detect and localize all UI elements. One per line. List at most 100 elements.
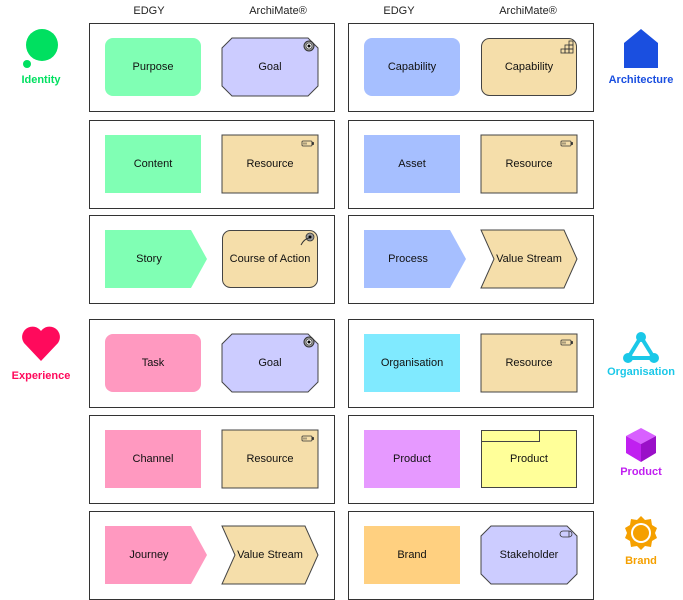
archimate-value-stream-element[interactable]: Value Stream bbox=[480, 229, 578, 289]
edgy-purpose-element[interactable]: Purpose bbox=[105, 38, 201, 96]
cube-icon bbox=[626, 428, 656, 462]
archround-shape bbox=[222, 230, 318, 288]
element-label: Resource bbox=[505, 158, 553, 170]
edgy-channel-element[interactable]: Channel bbox=[105, 430, 201, 488]
archimate-course-of-action-element[interactable]: Course of Action bbox=[222, 230, 318, 288]
octagon-shape bbox=[221, 37, 319, 97]
rounded-shape bbox=[105, 334, 201, 392]
valuestream-shape bbox=[221, 525, 319, 585]
element-label: Goal bbox=[258, 61, 282, 73]
resource-icon bbox=[560, 140, 573, 147]
arrow-shape bbox=[105, 526, 207, 584]
archround-shape bbox=[481, 38, 577, 96]
mapping-panel: Organisation Resource bbox=[348, 319, 594, 408]
element-label: Capability bbox=[387, 61, 437, 73]
resource-icon bbox=[560, 339, 573, 346]
element-label: Product bbox=[393, 453, 431, 465]
edgy-brand-element[interactable]: Brand bbox=[364, 526, 460, 584]
resource-icon bbox=[301, 435, 314, 442]
edgy-organisation-element[interactable]: Organisation bbox=[364, 334, 460, 392]
edgy-story-element[interactable]: Story bbox=[105, 230, 207, 288]
rect-shape bbox=[364, 135, 460, 193]
archimate-capability-element[interactable]: Capability bbox=[481, 38, 577, 96]
element-label: Goal bbox=[258, 357, 282, 369]
mapping-panel: Story Course of Action bbox=[89, 215, 335, 304]
edgy-content-element[interactable]: Content bbox=[105, 135, 201, 193]
rounded-shape bbox=[105, 38, 201, 96]
arrow-shape bbox=[364, 230, 466, 288]
dimension-label-identity: Identity bbox=[21, 74, 61, 86]
dimension-label-architecture: Architecture bbox=[608, 74, 674, 86]
element-label: Course of Action bbox=[229, 253, 311, 265]
goal-icon bbox=[303, 336, 315, 348]
rect-shape bbox=[105, 430, 201, 488]
edgy-asset-element[interactable]: Asset bbox=[364, 135, 460, 193]
mapping-panel: Content Resource bbox=[89, 120, 335, 209]
element-label: Content bbox=[133, 158, 173, 170]
column-header-edgy: EDGY bbox=[133, 5, 165, 17]
element-label: Organisation bbox=[380, 357, 444, 369]
archimate-resource-element[interactable]: Resource bbox=[221, 429, 319, 489]
column-header-edgy: EDGY bbox=[383, 5, 415, 17]
archimate-resource-element[interactable]: Resource bbox=[480, 333, 578, 393]
rect-shape bbox=[480, 333, 578, 393]
element-label: Purpose bbox=[132, 61, 174, 73]
rect-shape bbox=[480, 134, 578, 194]
dimension-label-product: Product bbox=[620, 466, 662, 478]
element-label: Resource bbox=[246, 453, 294, 465]
mapping-panel: Task Goal bbox=[89, 319, 335, 408]
stakeholder-icon bbox=[559, 530, 573, 538]
dimension-label-organisation: Organisation bbox=[607, 366, 675, 378]
mapping-panel: Brand Stakeholder bbox=[348, 511, 594, 600]
arrow-shape bbox=[105, 230, 207, 288]
edgy-journey-element[interactable]: Journey bbox=[105, 526, 207, 584]
archimate-value-stream-element[interactable]: Value Stream bbox=[221, 525, 319, 585]
archimate-goal-element[interactable]: Goal bbox=[221, 37, 319, 97]
edgy-task-element[interactable]: Task bbox=[105, 334, 201, 392]
element-label: Value Stream bbox=[496, 253, 562, 265]
valuestream-shape bbox=[480, 229, 578, 289]
capability-icon bbox=[560, 40, 574, 54]
rect-shape bbox=[221, 134, 319, 194]
mapping-panel: Channel Resource bbox=[89, 415, 335, 504]
identity-icon bbox=[23, 29, 58, 68]
house-icon bbox=[624, 29, 658, 68]
rect-shape bbox=[105, 135, 201, 193]
element-label: Task bbox=[141, 357, 165, 369]
edgy-process-element[interactable]: Process bbox=[364, 230, 466, 288]
mapping-panel: Process Value Stream bbox=[348, 215, 594, 304]
network-icon bbox=[623, 332, 659, 363]
dimension-label-experience: Experience bbox=[11, 370, 71, 382]
element-label: Value Stream bbox=[237, 549, 303, 561]
octagon-shape bbox=[221, 333, 319, 393]
element-label: Asset bbox=[398, 158, 426, 170]
dimension-label-brand: Brand bbox=[625, 555, 657, 567]
edgy-product-element[interactable]: Product bbox=[364, 430, 460, 488]
element-label: Resource bbox=[505, 357, 553, 369]
element-label: Capability bbox=[504, 61, 554, 73]
archimate-goal-element[interactable]: Goal bbox=[221, 333, 319, 393]
edgy-capability-element[interactable]: Capability bbox=[364, 38, 460, 96]
mapping-panel: Journey Value Stream bbox=[89, 511, 335, 600]
rounded-shape bbox=[364, 38, 460, 96]
archimate-resource-element[interactable]: Resource bbox=[221, 134, 319, 194]
archimate-stakeholder-element[interactable]: Stakeholder bbox=[480, 525, 578, 585]
rect-shape bbox=[221, 429, 319, 489]
element-label: Product bbox=[510, 453, 548, 465]
course-of-action-icon bbox=[300, 232, 315, 246]
archimate-resource-element[interactable]: Resource bbox=[480, 134, 578, 194]
mapping-panel: Product Product bbox=[348, 415, 594, 504]
archimate-product-element[interactable]: Product bbox=[481, 430, 577, 488]
mapping-panel: Asset Resource bbox=[348, 120, 594, 209]
rect-shape bbox=[364, 430, 460, 488]
element-label: Journey bbox=[129, 549, 169, 561]
resource-icon bbox=[301, 140, 314, 147]
gear-icon bbox=[625, 516, 657, 550]
element-label: Resource bbox=[246, 158, 294, 170]
element-label: Story bbox=[136, 253, 162, 265]
element-label: Brand bbox=[397, 549, 427, 561]
heart-icon bbox=[22, 326, 60, 361]
column-header-archimate: ArchiMate® bbox=[499, 5, 557, 17]
mapping-panel: Capability Capability bbox=[348, 23, 594, 112]
